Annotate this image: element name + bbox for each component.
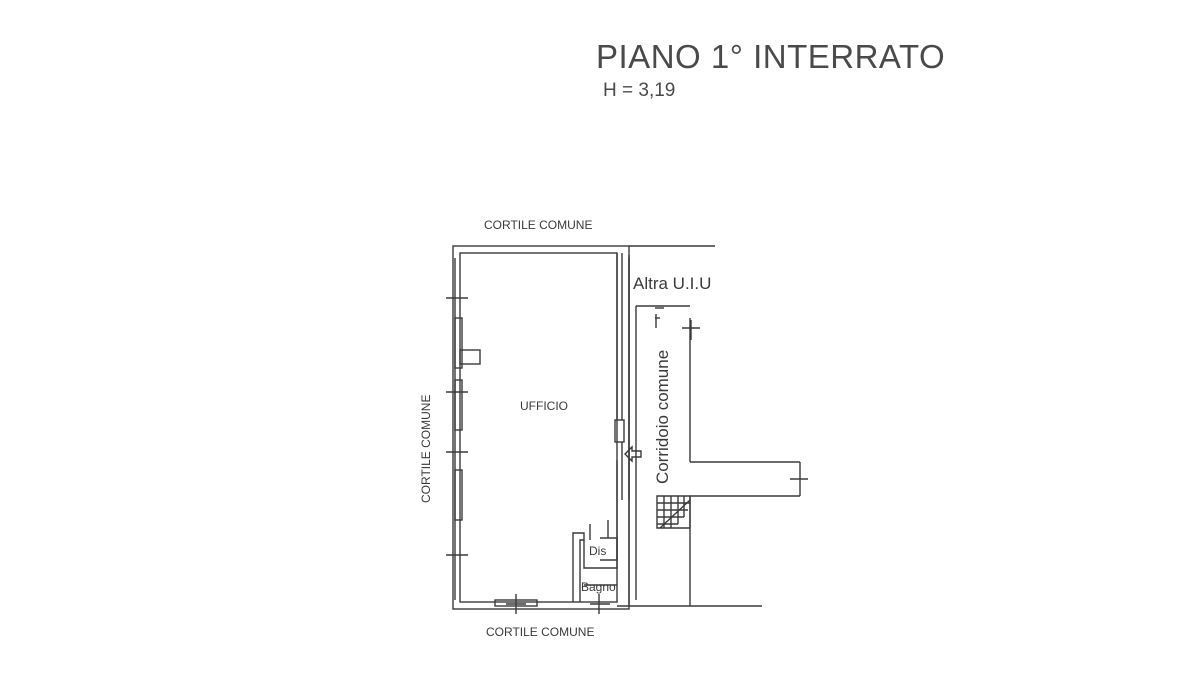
bottom-window (494, 594, 538, 614)
label-courtyard-bottom: CORTILE COMUNE (486, 625, 594, 639)
label-other-unit: Altra U.I.U (633, 274, 711, 293)
office-right-wall (614, 253, 625, 500)
page-title: PIANO 1° INTERRATO (596, 38, 946, 75)
label-dis: Dis (589, 544, 606, 558)
staircase (656, 495, 691, 529)
label-courtyard-left: CORTILE COMUNE (419, 395, 433, 503)
label-common-corridor: Corridoio comune (653, 350, 672, 484)
bathroom-block (572, 500, 618, 614)
label-office: UFFICIO (520, 399, 568, 413)
label-bathroom: Bagno (581, 580, 616, 594)
corridor-walls (617, 255, 808, 607)
left-windows (446, 258, 481, 600)
height-note: H = 3,19 (603, 80, 676, 101)
label-courtyard-top: CORTILE COMUNE (484, 218, 592, 232)
entrance-arrow-icon (624, 445, 642, 463)
